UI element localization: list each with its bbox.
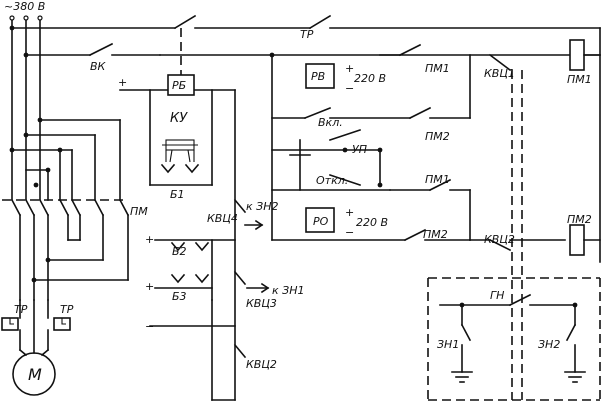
vk-label: ВК	[90, 60, 107, 73]
pm2-a-label: ПМ2	[425, 130, 450, 143]
labels: ~380 В ТР ВК + РБ КУ Б1 Б2 Б3 + + − КВЦ4…	[4, 0, 592, 384]
ro-label: РО	[313, 215, 329, 228]
ro-plus-label: +	[345, 206, 354, 219]
tr-top-label: ТР	[300, 28, 314, 41]
ro-v-label: 220 В	[356, 216, 388, 229]
minus1-label: −	[145, 320, 154, 333]
plus1-label: +	[118, 76, 127, 89]
motor-label: М	[28, 365, 42, 384]
vkl-label: Вкл.	[318, 116, 343, 129]
otkl-label: Откл.	[316, 174, 348, 187]
supply-label: ~380 В	[4, 0, 45, 13]
rv-minus-label: −	[345, 82, 354, 95]
rv-v-label: 220 В	[354, 72, 386, 85]
plus3-label: +	[145, 280, 154, 293]
to-zn1-label: к ЗН1	[272, 284, 304, 297]
b1-label: Б1	[170, 188, 185, 201]
coil-pm2-label: ПМ2	[567, 213, 592, 226]
rv-plus-label: +	[345, 62, 354, 75]
zn1-label: ЗН1	[437, 338, 459, 351]
tr-right-label: ТР	[60, 303, 74, 316]
ku-label: КУ	[170, 111, 188, 126]
b3-label: Б3	[172, 290, 187, 303]
kvc3-label: КВЦ3	[246, 297, 277, 310]
up-label: УП	[352, 143, 367, 156]
b2-label: Б2	[172, 245, 187, 258]
pm1-b-label: ПМ1	[425, 173, 450, 186]
ro-minus-label: −	[345, 226, 354, 239]
pm-motor-label: ПМ	[130, 205, 148, 218]
pm1-a-label: ПМ1	[425, 62, 450, 75]
plus2-label: +	[145, 233, 154, 246]
gn-label: ГН	[490, 289, 504, 302]
tr-left-label: ТР	[14, 303, 28, 316]
brake-circuit	[119, 74, 270, 401]
kvc1-label: КВЦ1	[484, 67, 515, 80]
coil-pm1-label: ПМ1	[567, 73, 592, 86]
rv-label: РВ	[311, 70, 325, 83]
kvc4-label: КВЦ4	[207, 212, 238, 225]
control-circuit	[269, 39, 601, 401]
pm2-b-label: ПМ2	[423, 228, 448, 241]
zn2-label: ЗН2	[538, 338, 560, 351]
to-zn2-label: к ЗН2	[246, 200, 278, 213]
kvc2-right-label: КВЦ2	[484, 233, 515, 246]
kvc2-left-label: КВЦ2	[246, 358, 277, 371]
rb-label: РБ	[172, 79, 186, 92]
